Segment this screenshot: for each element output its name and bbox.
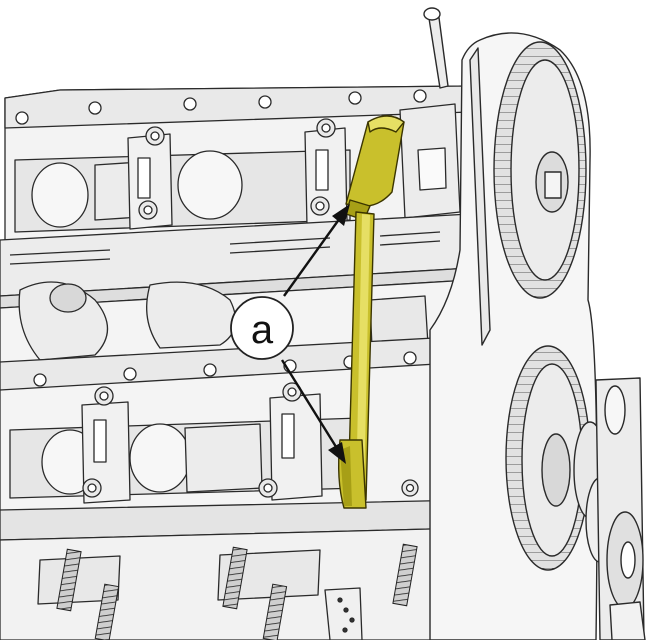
camshaft-locking-tool xyxy=(337,115,405,509)
upper-cylinder-head xyxy=(4,85,471,263)
arrow-lower xyxy=(280,359,340,451)
callout-a: a xyxy=(230,296,294,360)
arrow-upper xyxy=(283,217,341,297)
callout-label: a xyxy=(251,308,274,352)
arrow-lower-head xyxy=(328,442,346,464)
callout-circle xyxy=(230,296,294,360)
callout-arrows xyxy=(280,204,350,464)
arrow-upper-head xyxy=(332,204,350,226)
timing-belt-assembly xyxy=(423,7,646,640)
